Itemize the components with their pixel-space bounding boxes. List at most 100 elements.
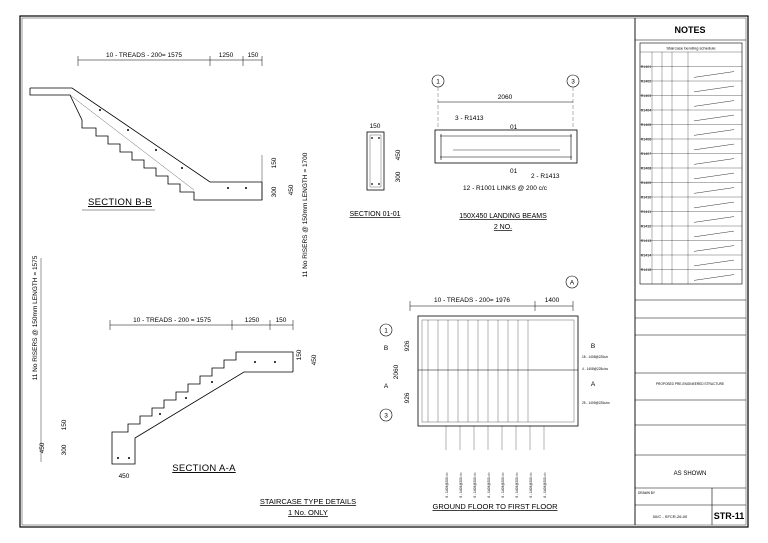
plan-926-bottom: 926 [404, 392, 411, 403]
schedule-bar-mark: R1411 [641, 210, 651, 214]
plan-cut-b-right: B [591, 343, 595, 350]
section-aa-title: SECTION A-A [172, 463, 236, 474]
plan-bar-a: 25 - 1409@225c/cs [582, 401, 610, 405]
ground-floor-title: GROUND FLOOR TO FIRST FLOOR [432, 502, 558, 511]
r1413-top-label: 3 - R1413 [455, 115, 484, 122]
plan-1400-dim: 1400 [545, 297, 560, 304]
bb-150-vert: 150 [271, 157, 278, 168]
cut-01-bottom: 01 [510, 168, 518, 175]
aa-risers-dim: 11 No RISERS @ 150mm LENGTH = 1575 [32, 255, 39, 380]
schedule-bar-mark: R1408 [641, 166, 652, 170]
section-0101-drawing: 150 450 300 SECTION 01-01 [350, 123, 402, 218]
landing-beam-drawing: 1 3 2060 3 - R1413 01 01 2 - R1413 12 - … [431, 74, 580, 231]
plan-grid-1-bubble [379, 323, 393, 337]
schedule-bar-mark: R1407 [641, 152, 652, 156]
aa-treads-dim: 10 - TREADS - 200 = 1575 [133, 317, 211, 324]
one-only-note: 1 No. ONLY [288, 508, 328, 517]
schedule-bar-mark: R1403 [641, 94, 652, 98]
schedule-bar-shape [693, 158, 735, 165]
plan-bar-label: 6 - 1408@200 c/c [473, 472, 477, 498]
aa-450-bottom: 450 [119, 473, 130, 480]
s0101-300-dim: 300 [395, 171, 402, 182]
grid-a-bubble [565, 275, 579, 289]
sheet-number: STR-11 [714, 511, 745, 521]
schedule-bar-mark: R1412 [641, 224, 652, 228]
plan-2060-dim: 2060 [393, 364, 400, 379]
cut-01-top: 01 [510, 124, 518, 131]
schedule-bar-mark: R1414 [641, 253, 652, 257]
schedule-bar-shape [693, 201, 735, 209]
aa-150-right: 150 [296, 349, 303, 360]
schedule-title: Staircase bending schedule [666, 46, 716, 51]
notes-title: NOTES [674, 25, 705, 35]
schedule-bar-mark: R1402 [641, 79, 652, 83]
aa-300-left: 300 [61, 444, 68, 455]
schedule-bar-shape [693, 85, 735, 93]
inner-border [21, 17, 747, 526]
plan-cut-b-left: B [384, 345, 388, 352]
schedule-bar-shape [693, 259, 735, 267]
scale-text: AS SHOWN [674, 471, 707, 477]
landing-beam-title: 150X450 LANDING BEAMS [459, 213, 547, 220]
schedule-bar-mark: R1406 [641, 137, 652, 141]
plan-cut-a-left: A [384, 383, 389, 390]
plan-bar-label: 6 - 1408@200 c/c [459, 472, 463, 498]
plan-grid-3-bubble [379, 408, 393, 422]
beam-2060-dim: 2060 [498, 94, 513, 101]
bb-1250-dim: 1250 [219, 52, 234, 59]
s0101-150-dim: 150 [370, 123, 381, 130]
title-block: NOTES Staircase bending schedule R1401R1… [634, 18, 746, 525]
plan-bar-mid: 4 - 1408@225c/cs [582, 367, 608, 371]
schedule-bar-shape [693, 71, 735, 78]
staircase-details-title: STAIRCASE TYPE DETAILS [260, 497, 356, 506]
aa-150-left: 150 [61, 419, 68, 430]
grid-1-label: 1 [436, 79, 440, 86]
schedule-bar-shape [693, 172, 735, 180]
schedule-bar-shape [693, 100, 735, 107]
schedule-bar-mark: R1405 [641, 123, 652, 127]
bb-150-dim: 150 [248, 52, 259, 59]
aa-450-right: 450 [311, 354, 318, 365]
plan-bar-label: 6 - 1408@200 c/c [515, 472, 519, 498]
schedule-bar-mark: R1404 [641, 108, 652, 112]
plan-grid-1-label: 1 [384, 328, 388, 335]
schedule-bar-shape [693, 143, 735, 151]
plan-bar-label: 6 - 1408@200 c/c [501, 472, 505, 498]
schedule-bar-mark: R1413 [641, 239, 652, 243]
s0101-450-dim: 450 [395, 149, 402, 160]
grid-a-label: A [570, 280, 575, 287]
schedule-bar-mark: R1410 [641, 195, 652, 199]
schedule-bar-mark: R1401 [641, 65, 652, 69]
aa-450-left: 450 [39, 442, 46, 453]
schedule-bar-shape [693, 230, 735, 238]
bb-risers-dim: 11 No RISERS @ 150mm LENGTH = 1700 [302, 152, 309, 277]
project-title: PROPOSED PRE-ENGINEERED STRUCTURE [656, 382, 724, 386]
plan-bar-b: 18 - 1408@225c/c [582, 355, 609, 359]
stair-plan-drawing: 10 - TREADS - 200= 1976 1400 A 6 - 1408@… [379, 275, 610, 511]
bb-450-vert: 450 [288, 184, 295, 195]
plan-bar-label: 6 - 1408@200 c/c [445, 472, 449, 498]
plan-bar-label: 6 - 1408@200 c/c [529, 472, 533, 498]
bb-300-vert: 300 [271, 186, 278, 197]
grid-3-label: 3 [571, 79, 575, 86]
bending-schedule-table [639, 42, 743, 285]
links-label: 12 - R1001 LINKS @ 200 c/c [463, 185, 548, 192]
plan-treads-dim: 10 - TREADS - 200= 1976 [434, 297, 510, 304]
outer-border [19, 15, 749, 528]
r1413-bottom-label: 2 - R1413 [531, 173, 560, 180]
aa-1250-dim: 1250 [245, 317, 260, 324]
plan-grid-3-label: 3 [384, 413, 388, 420]
section-bb-title: SECTION B-B [88, 197, 152, 208]
section-bb-drawing: 10 - TREADS - 200= 1575 1250 150 150 450… [29, 52, 309, 277]
landing-beam-count: 2 NO. [494, 224, 512, 231]
schedule-bar-shape [693, 114, 735, 122]
plan-926-top: 926 [404, 340, 411, 351]
schedule-bar-mark: R1415 [641, 268, 652, 272]
plan-bar-label: 6 - 1408@200 c/c [543, 472, 547, 498]
bb-treads-dim: 10 - TREADS - 200= 1575 [106, 52, 182, 59]
section-aa-drawing: 10 - TREADS - 200 = 1575 1250 150 450 15… [32, 255, 318, 480]
section-0101-title: SECTION 01-01 [350, 211, 401, 218]
schedule-bar-shape [693, 216, 735, 223]
